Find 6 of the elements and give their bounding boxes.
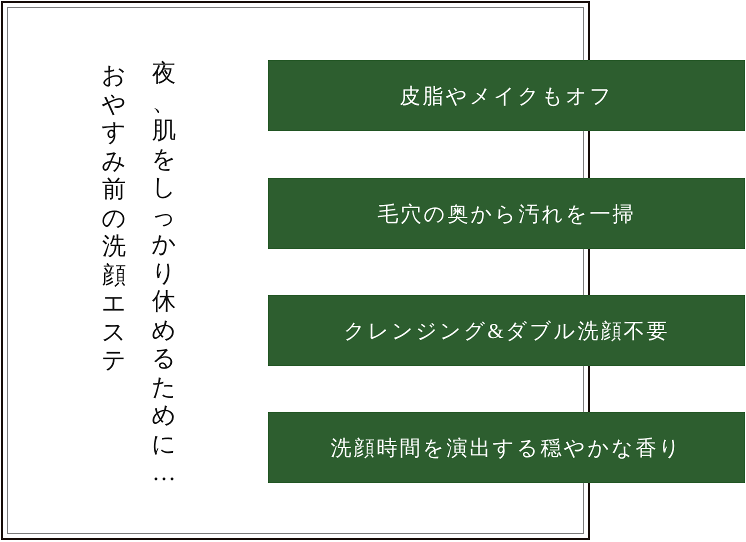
feature-bar: 毛穴の奥から汚れを一掃 (268, 178, 745, 249)
vertical-heading: 夜、肌をしっかり休めるために… (150, 60, 178, 488)
vertical-heading: おやすみ前の洗顔エステ (100, 62, 128, 376)
feature-bar: 皮脂やメイクもオフ (268, 60, 745, 131)
feature-bar: クレンジング&ダブル洗顔不要 (268, 295, 745, 366)
feature-bar: 洗顔時間を演出する穏やかな香り (268, 412, 745, 483)
